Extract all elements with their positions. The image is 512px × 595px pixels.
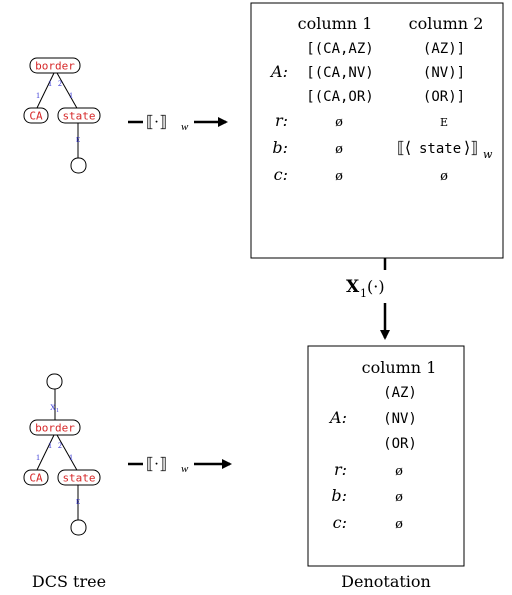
extract-op-sub: 1 bbox=[360, 287, 367, 300]
edge-label: E bbox=[76, 498, 80, 506]
A-row: (AZ) bbox=[383, 385, 417, 401]
extract-op: X bbox=[346, 277, 360, 297]
row-label-r: r: bbox=[334, 460, 347, 479]
row-label-A: A: bbox=[328, 408, 347, 427]
extract-arrow: X 1 (·) bbox=[346, 258, 390, 340]
edge-label: X bbox=[50, 403, 56, 412]
node-empty bbox=[46, 373, 63, 390]
row-label-A: A: bbox=[269, 62, 288, 81]
node-border bbox=[29, 57, 81, 74]
node-ca bbox=[23, 469, 49, 486]
node-empty bbox=[70, 519, 87, 536]
r-col1: ø bbox=[395, 464, 403, 479]
op-label: ⟦·⟧ bbox=[146, 456, 167, 473]
A-row: (OR) bbox=[383, 436, 417, 452]
node-state-label: state bbox=[62, 472, 95, 485]
row-label-b: b: bbox=[272, 138, 288, 157]
r-col1: ø bbox=[335, 115, 343, 130]
edge-label: 1 bbox=[48, 79, 52, 88]
edge-label: 1 bbox=[69, 91, 73, 100]
column-header: column 1 bbox=[298, 14, 373, 33]
A-row-col2: (AZ)] bbox=[423, 41, 465, 57]
column-header: column 1 bbox=[362, 358, 437, 377]
op-subscript: w bbox=[181, 121, 189, 133]
edge-label: 2 bbox=[58, 441, 62, 450]
bottom-dcs-tree: X 1 border 1 1 2 1 CA state E bbox=[23, 373, 101, 536]
node-border-label: border bbox=[35, 60, 75, 73]
edge-label: 1 bbox=[69, 453, 73, 462]
op-subscript: w bbox=[181, 463, 189, 475]
b-col2-sub: w bbox=[483, 148, 493, 161]
edge-label: 2 bbox=[58, 79, 62, 88]
A-row: (NV) bbox=[383, 411, 417, 427]
bottom-denotation-arrow: ⟦·⟧ w bbox=[128, 456, 232, 475]
edge-label: 1 bbox=[36, 453, 40, 462]
b-col1: ø bbox=[395, 490, 403, 505]
top-denotation-arrow: ⟦·⟧ w bbox=[128, 114, 228, 133]
c-col1: ø bbox=[395, 517, 403, 532]
node-ca bbox=[23, 107, 49, 124]
edge-label: E bbox=[76, 136, 80, 144]
node-border bbox=[29, 419, 81, 436]
A-row-col2: (OR)] bbox=[423, 89, 465, 105]
bottom-denotation-table: column 1 (AZ) A: (NV) (OR) r: ø b: ø c: … bbox=[307, 345, 465, 567]
table-frame bbox=[307, 345, 465, 567]
node-ca-label: CA bbox=[29, 110, 43, 123]
edge-label: 1 bbox=[36, 91, 40, 100]
b-col2-close: ⟩⟧ bbox=[464, 138, 478, 157]
column-header: column 2 bbox=[409, 14, 484, 33]
row-label-r: r: bbox=[275, 111, 288, 130]
edge-label: 1 bbox=[48, 441, 52, 450]
c-col1: ø bbox=[335, 169, 343, 184]
A-row-col2: (NV)] bbox=[423, 65, 465, 81]
node-state-label: state bbox=[62, 110, 95, 123]
row-label-c: c: bbox=[274, 165, 288, 184]
row-label-c: c: bbox=[333, 513, 347, 532]
top-denotation-table: column 1 column 2 [(CA,AZ) (AZ)] A: [(CA… bbox=[250, 2, 504, 259]
top-dcs-tree: border 1 1 2 1 CA state E bbox=[23, 57, 101, 174]
b-col2-open: ⟦⟨ bbox=[397, 138, 411, 157]
node-ca-label: CA bbox=[29, 472, 43, 485]
A-row-col1: [(CA,OR) bbox=[306, 89, 373, 105]
node-empty bbox=[70, 157, 87, 174]
A-row-col1: [(CA,AZ) bbox=[306, 41, 373, 57]
caption-dcs-tree: DCS tree bbox=[32, 572, 106, 591]
op-label: ⟦·⟧ bbox=[146, 114, 167, 131]
b-col2-state: state bbox=[419, 141, 461, 157]
caption-denotation: Denotation bbox=[341, 572, 431, 591]
r-col2: E bbox=[440, 116, 448, 129]
edge-label-sub: 1 bbox=[56, 408, 59, 414]
b-col1: ø bbox=[335, 142, 343, 157]
extract-op-arg: (·) bbox=[367, 277, 385, 296]
node-state bbox=[57, 107, 101, 124]
A-row-col1: [(CA,NV) bbox=[306, 65, 373, 81]
table-frame bbox=[250, 2, 504, 259]
c-col2: ø bbox=[440, 169, 448, 184]
node-border-label: border bbox=[35, 422, 75, 435]
node-state bbox=[57, 469, 101, 486]
row-label-b: b: bbox=[331, 486, 347, 505]
